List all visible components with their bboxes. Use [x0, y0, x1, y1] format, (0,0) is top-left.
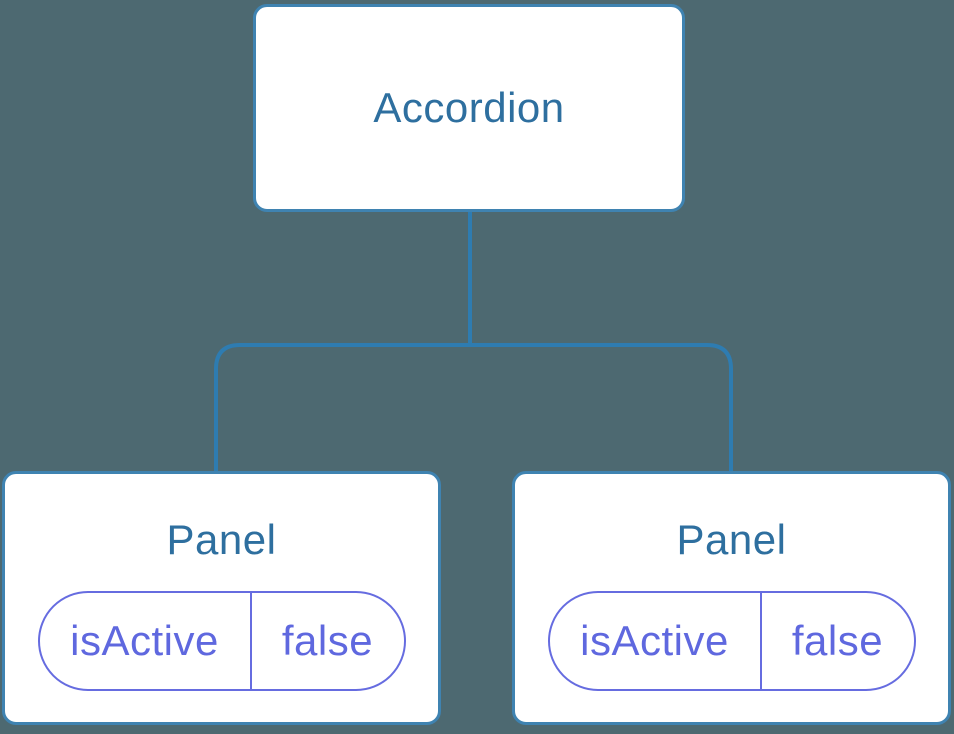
state-value-panel-2: false: [791, 617, 884, 664]
state-pill-panel-1: isActive false: [37, 591, 406, 691]
component-box-accordion: Accordion: [253, 4, 685, 212]
state-key-panel-2: isActive: [550, 593, 762, 689]
component-label-accordion: Accordion: [373, 84, 565, 131]
state-pill-panel-2: isActive false: [547, 591, 916, 691]
connector-branch-bracket: [214, 343, 733, 473]
state-value-panel-1: false: [281, 617, 374, 664]
component-label-panel-1: Panel: [166, 516, 277, 563]
component-label-panel-2: Panel: [676, 516, 787, 563]
component-box-panel-2: Panel isActive false: [512, 471, 951, 725]
state-key-panel-1: isActive: [40, 593, 252, 689]
component-box-panel-1: Panel isActive false: [2, 471, 441, 725]
